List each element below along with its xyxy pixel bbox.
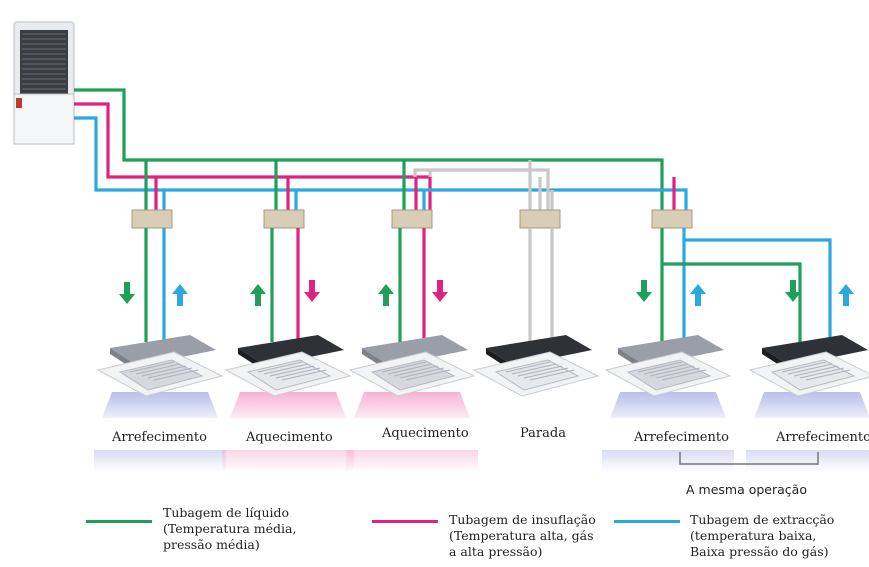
arrow-down-icon xyxy=(119,282,135,304)
air-glow-6 xyxy=(754,392,869,418)
floor-reflection-2 xyxy=(222,450,354,472)
air-glow-3 xyxy=(354,392,470,418)
bc-controller-icon xyxy=(391,209,433,229)
arrow-up-icon xyxy=(690,284,706,306)
bc-controller-icon xyxy=(651,209,693,229)
cassette-dark-icon xyxy=(472,335,600,397)
cassette-4way-light-icon xyxy=(604,335,732,397)
legend-suction: Tubagem de extracção (temperatura baixa,… xyxy=(690,512,834,560)
legend-discharge-line xyxy=(372,520,438,523)
bc-controller-icon xyxy=(263,209,305,229)
legend-liquid-line2: (Temperatura média, xyxy=(163,521,297,536)
air-glow-2 xyxy=(230,392,346,418)
legend-liquid: Tubagem de líquido (Temperatura média, p… xyxy=(163,505,296,553)
air-glow-1 xyxy=(102,392,218,418)
suction-main-pipe xyxy=(74,116,688,212)
same-operation-label: A mesma operação xyxy=(686,482,807,497)
legend-discharge-line3: a alta pressão) xyxy=(449,544,543,559)
unit-label-1: Arrefecimento xyxy=(112,430,207,445)
unit-label-4: Parada xyxy=(520,426,566,441)
arrow-down-icon xyxy=(636,280,652,302)
arrow-down-icon xyxy=(432,280,448,302)
arrow-down-icon xyxy=(785,280,801,302)
arrow-up-icon xyxy=(838,284,854,306)
liquid-main-pipe xyxy=(74,88,664,212)
bc-controller-icon xyxy=(519,209,561,229)
legend-discharge-title: Tubagem de insuflação xyxy=(449,512,596,527)
legend-suction-line3: Baixa pressão do gás) xyxy=(690,544,829,559)
stopped-branch-pipe xyxy=(413,168,550,212)
arrow-up-icon xyxy=(378,284,394,306)
legend-suction-title: Tubagem de extracção xyxy=(690,512,835,527)
legend-suction-line2: (temperatura baixa, xyxy=(690,528,817,543)
floor-reflection-3 xyxy=(346,450,478,472)
unit-label-5: Arrefecimento xyxy=(634,430,729,445)
branch-6-liquid xyxy=(662,262,802,342)
legend-liquid-title: Tubagem de líquido xyxy=(163,505,290,520)
discharge-main-pipe xyxy=(74,102,432,212)
arrow-down-icon xyxy=(304,280,320,302)
cassette-4way-light-icon xyxy=(348,335,476,397)
legend-liquid-line3: pressão média) xyxy=(163,537,260,552)
legend-discharge-line2: (Temperatura alta, gás xyxy=(449,528,594,543)
outdoor-unit-icon xyxy=(13,21,75,145)
cassette-4way-light-icon xyxy=(96,335,224,397)
air-glow-5 xyxy=(610,392,726,418)
floor-reflection-6 xyxy=(746,450,869,472)
branch-6-suction xyxy=(684,238,832,342)
unit-label-6: Arrefecimento xyxy=(776,430,869,445)
cassette-dark-icon xyxy=(748,335,869,397)
legend-suction-line xyxy=(614,520,680,523)
bc-controller-icon xyxy=(131,209,173,229)
floor-reflection-1 xyxy=(94,450,226,472)
legend-discharge: Tubagem de insuflação (Temperatura alta,… xyxy=(449,512,596,560)
arrow-up-icon xyxy=(250,284,266,306)
floor-reflection-5 xyxy=(602,450,734,472)
same-operation-bracket xyxy=(679,452,819,465)
unit-label-3: Aquecimento xyxy=(382,426,469,441)
arrow-up-icon xyxy=(172,284,188,306)
unit-label-2: Aquecimento xyxy=(246,430,333,445)
legend-liquid-line xyxy=(86,520,152,523)
cassette-dark-icon xyxy=(224,335,352,397)
